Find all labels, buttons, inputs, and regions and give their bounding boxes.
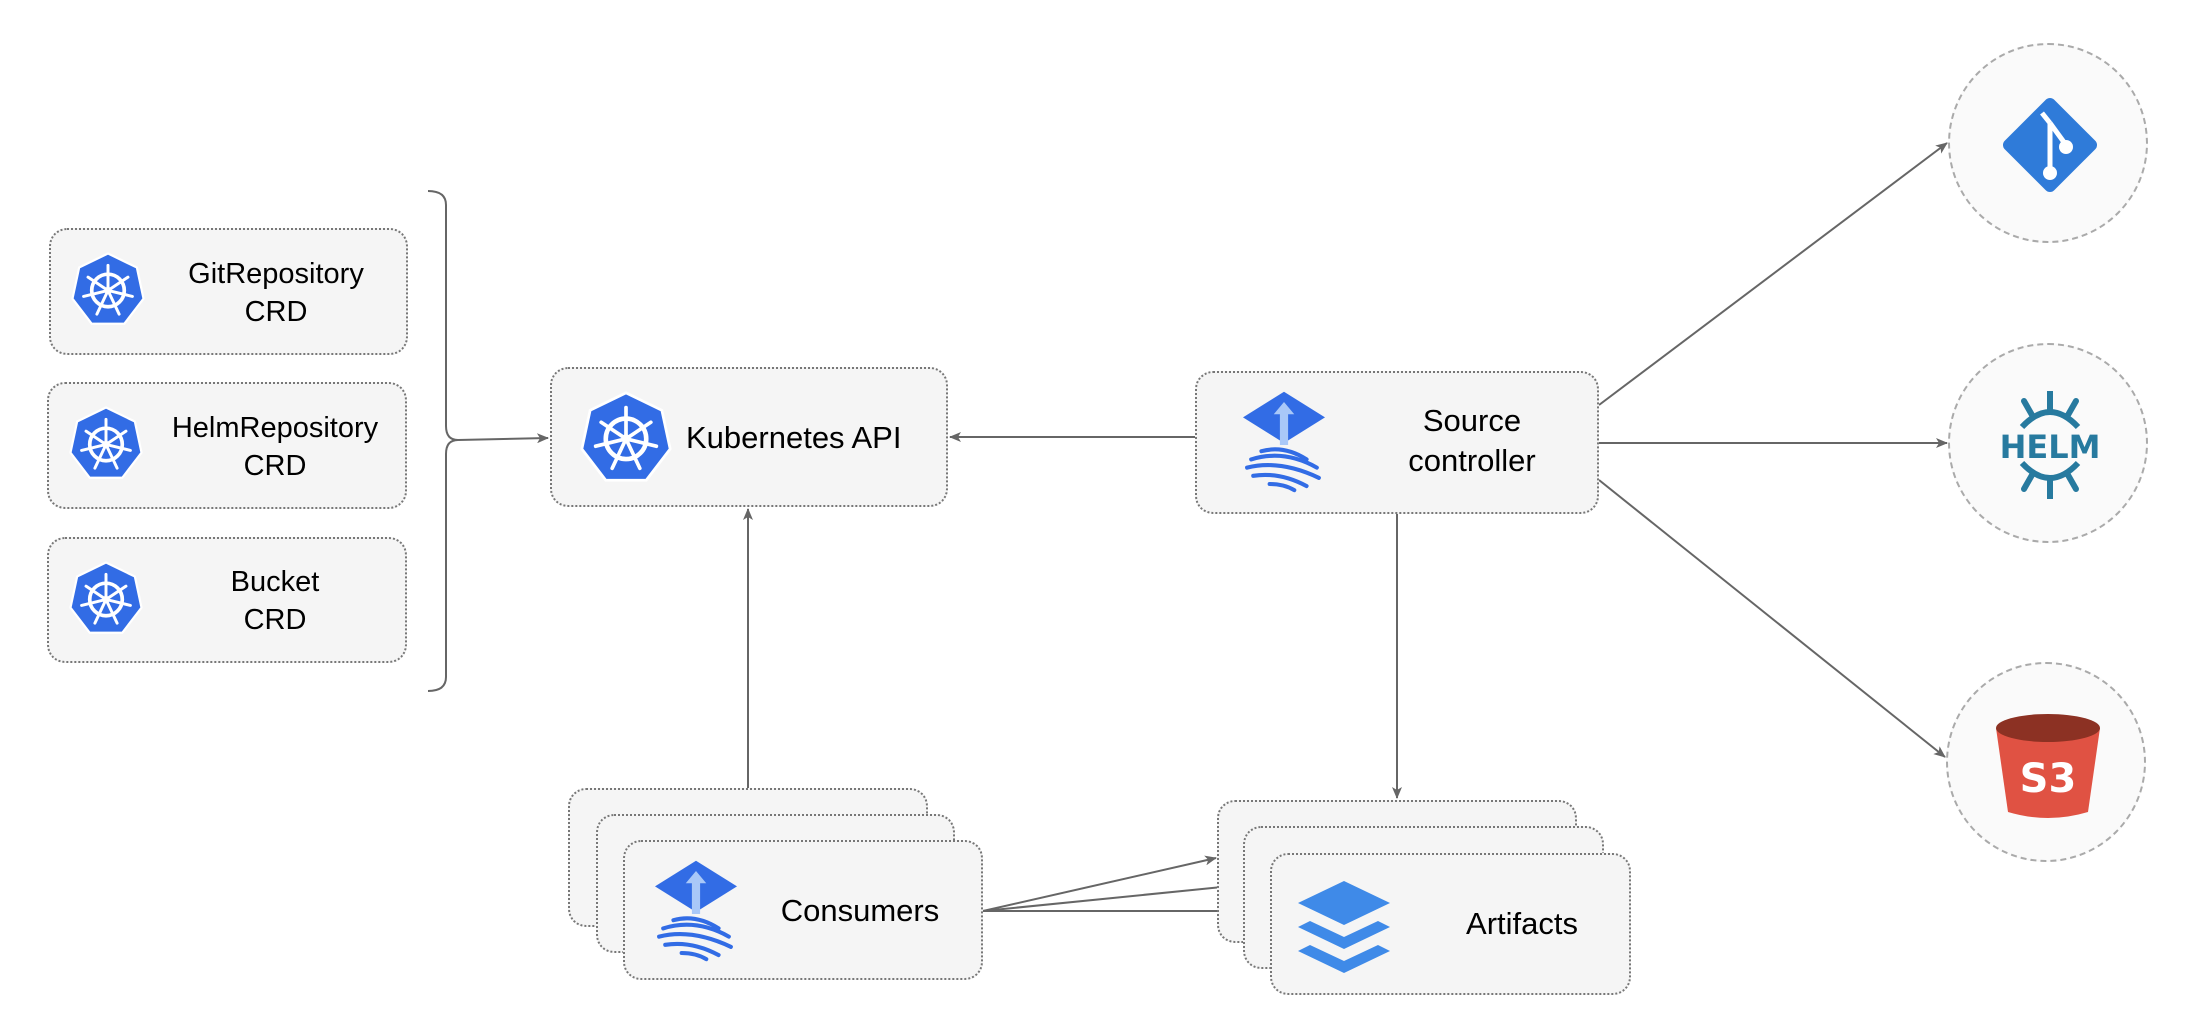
kubernetes-icon	[69, 406, 143, 480]
label-line: controller	[1408, 443, 1536, 478]
s3-source-node[interactable]: S3	[1946, 662, 2146, 862]
arrow-crds-to-kubernetes-api	[457, 433, 549, 444]
node-label: Consumers	[780, 893, 940, 928]
helmrepository-crd-node[interactable]: HelmRepository CRD	[47, 382, 407, 509]
crd-suffix: CRD	[243, 450, 307, 482]
node-label: Kubernetes API	[686, 420, 902, 455]
bucket-crd-node[interactable]: Bucket CRD	[47, 537, 407, 663]
helm-source-node[interactable]: HELM	[1948, 343, 2148, 543]
node-label: GitRepository CRD	[161, 255, 391, 331]
crd-bracket	[427, 190, 459, 692]
helm-logo-text: HELM	[2000, 428, 2101, 466]
arrow-consumers-to-artifacts-2	[982, 881, 1243, 912]
node-label: Bucket CRD	[155, 563, 395, 639]
source-controller-node[interactable]: Source controller	[1195, 371, 1599, 514]
node-label: Source controller	[1367, 401, 1577, 481]
crd-name: Bucket	[230, 566, 320, 598]
crd-suffix: CRD	[243, 604, 307, 636]
arrow-source-controller-to-s3	[1598, 479, 1946, 758]
label-line: Source	[1422, 403, 1522, 438]
flux-icon	[1243, 383, 1325, 503]
kubernetes-icon	[580, 391, 672, 483]
node-label: Artifacts	[1466, 906, 1578, 941]
artifacts-node[interactable]: Artifacts	[1270, 853, 1631, 995]
crd-name: GitRepository	[188, 258, 364, 290]
helm-icon: HELM	[2000, 391, 2101, 499]
crd-name: HelmRepository	[171, 412, 379, 444]
kubernetes-api-node[interactable]: Kubernetes API	[550, 367, 948, 507]
consumers-node[interactable]: Consumers	[623, 840, 983, 980]
layers-icon	[1298, 881, 1390, 973]
arrow-source-controller-to-git	[1598, 142, 1948, 406]
kubernetes-icon	[69, 561, 143, 635]
gitrepository-crd-node[interactable]: GitRepository CRD	[49, 228, 408, 355]
s3-bucket-icon: S3	[1996, 714, 2100, 818]
kubernetes-icon	[71, 252, 145, 326]
arrow-consumers-to-artifacts-1	[982, 855, 1217, 912]
git-source-node[interactable]	[1948, 43, 2148, 243]
crd-suffix: CRD	[244, 296, 308, 328]
s3-logo-text: S3	[2020, 756, 2077, 802]
git-icon	[2002, 97, 2098, 193]
node-label: HelmRepository CRD	[155, 409, 395, 485]
flux-icon	[655, 852, 737, 972]
